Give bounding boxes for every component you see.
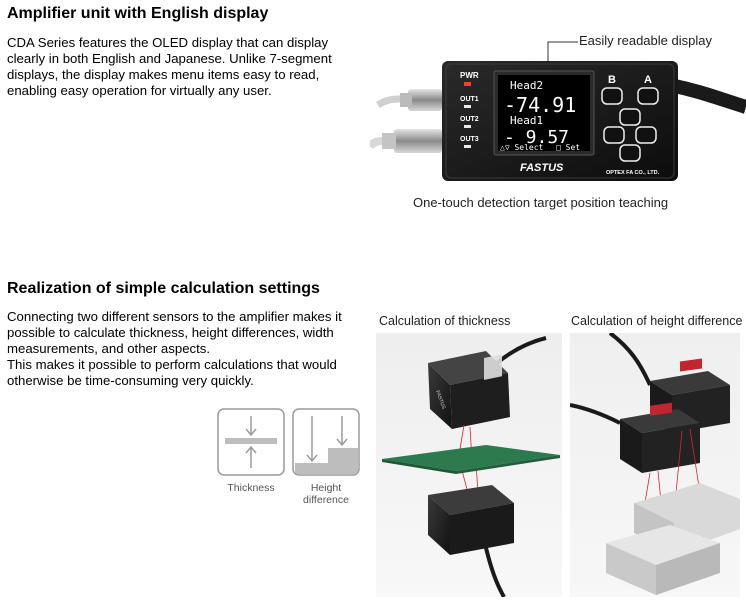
device-maker: OPTEX FA CO., LTD. [606, 170, 660, 176]
connector-top [376, 89, 442, 111]
indicator-out3-label: OUT3 [460, 136, 479, 143]
height-difference-label: Height difference [286, 482, 366, 506]
thickness-icon [217, 408, 285, 476]
callout-label: Easily readable display [579, 33, 712, 48]
amplifier-device-illustration: PWR OUT1 OUT2 OUT3 Head2 -74.91 Head1 - … [370, 61, 746, 181]
paragraph-line: This makes it possible to perform calcul… [7, 357, 337, 372]
thickness-label: Thickness [227, 482, 275, 494]
paragraph-line: enabling easy operation for virtually an… [7, 83, 272, 98]
button-left[interactable] [603, 126, 625, 144]
out3-led [464, 145, 471, 148]
oled-screen [498, 75, 590, 151]
button-up[interactable] [619, 108, 641, 126]
stepped-blocks [606, 483, 740, 595]
out2-led [464, 125, 471, 128]
button-b-label: B [608, 74, 616, 86]
section-heading-calculation: Realization of simple calculation settin… [7, 280, 320, 297]
screen-line2-value: - 9.57 [504, 127, 569, 148]
out1-led [464, 105, 471, 108]
top-sensor: FASTUS [428, 351, 510, 429]
paragraph-line: otherwise be time-consuming very quickly… [7, 373, 254, 388]
bottom-sensor [428, 485, 514, 555]
screen-line2-label: Head1 [510, 114, 543, 127]
button-a[interactable] [637, 87, 659, 105]
pcb-board [382, 445, 560, 471]
height-difference-icon [292, 408, 360, 476]
photo-thickness-caption: Calculation of thickness [379, 314, 511, 328]
height-difference-photo [570, 333, 740, 597]
paragraph-line: clearly in both English and Japanese. Un… [7, 51, 332, 66]
device-brand: FASTUS [520, 162, 564, 174]
button-b[interactable] [601, 87, 623, 105]
screen-footer-select: △▽ Select [500, 143, 544, 152]
height-difference-label-line1: Height [310, 482, 342, 494]
screen-line1-label: Head2 [510, 79, 543, 92]
indicator-pwr-label: PWR [460, 71, 479, 80]
paragraph-line: Connecting two different sensors to the … [7, 309, 342, 324]
pwr-led [464, 82, 471, 86]
paragraph-line: CDA Series features the OLED display tha… [7, 35, 329, 50]
screen-footer-set: □ Set [556, 143, 580, 152]
button-right[interactable] [635, 126, 657, 144]
indicator-out1-label: OUT1 [460, 96, 479, 103]
connector-bottom [370, 129, 442, 153]
sensor-front [620, 402, 700, 473]
section-heading-english-display: Amplifier unit with English display [7, 5, 269, 22]
indicator-out2-label: OUT2 [460, 116, 479, 123]
photo-height-caption: Calculation of height difference [571, 314, 743, 328]
screen-line1-value: -74.91 [504, 93, 576, 117]
paragraph-line: displays, the display makes menu items e… [7, 67, 320, 82]
device-caption: One-touch detection target position teac… [413, 195, 669, 210]
button-down[interactable] [619, 144, 641, 162]
section-paragraph-calculation: Connecting two different sensors to the … [7, 309, 342, 389]
height-difference-label-line2: difference [303, 494, 349, 506]
thickness-photo: FASTUS [376, 333, 562, 597]
paragraph-line: measurements, and other aspects. [7, 341, 211, 356]
button-a-label: A [644, 74, 652, 86]
section-paragraph-english-display: CDA Series features the OLED display tha… [7, 35, 332, 99]
paragraph-line: possible to calculate thickness, height … [7, 325, 334, 340]
